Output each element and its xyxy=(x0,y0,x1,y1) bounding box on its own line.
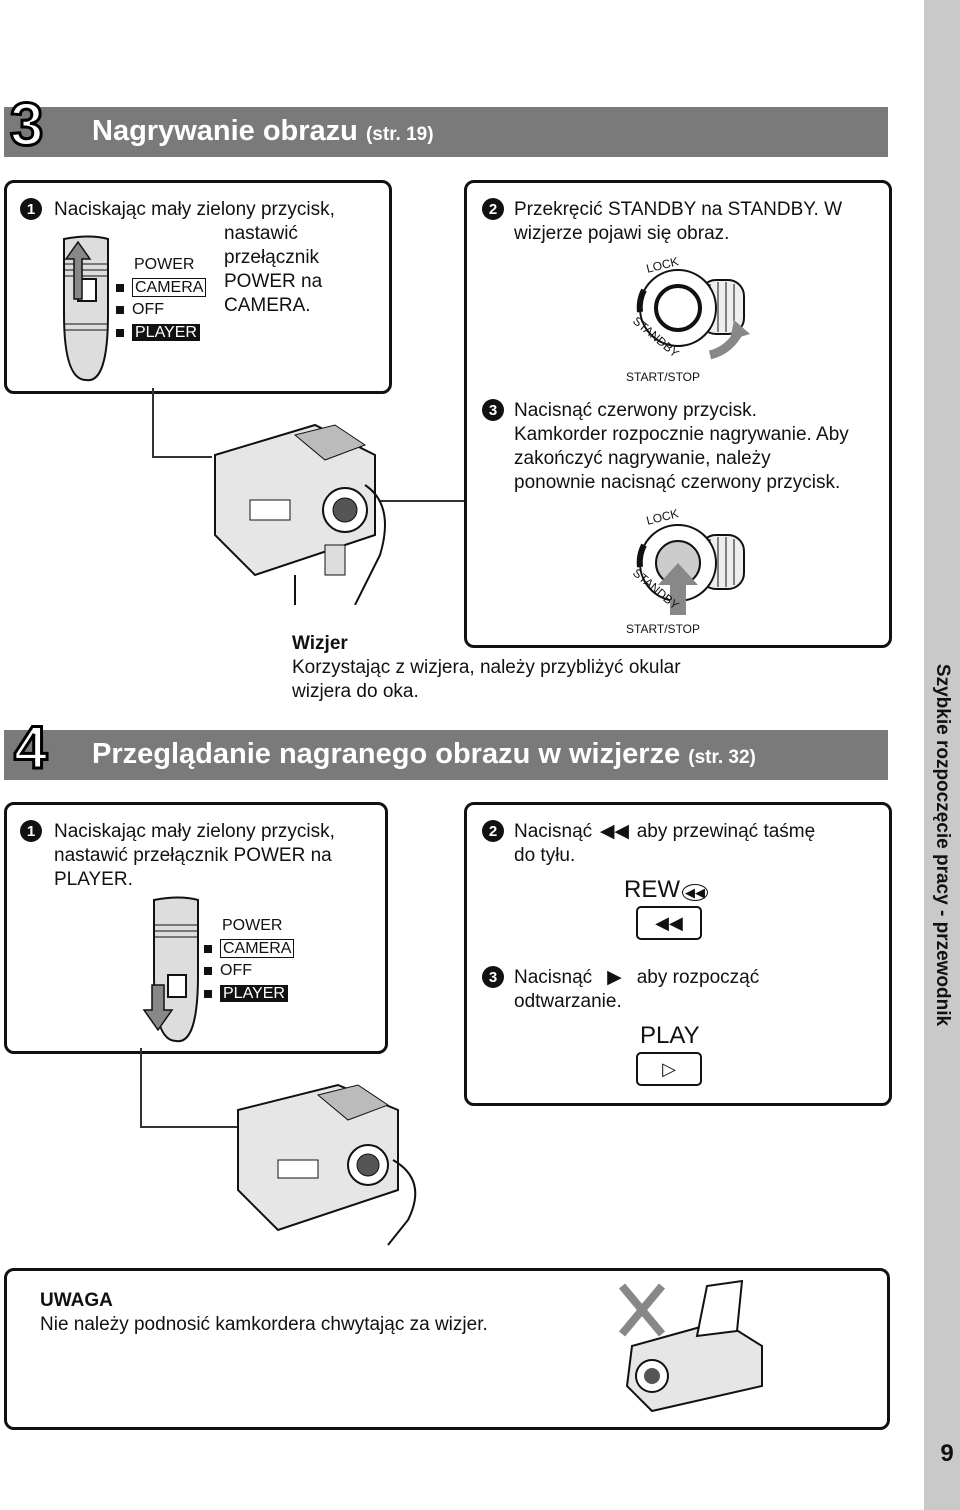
play-outline-icon: ▷ xyxy=(662,1058,676,1079)
step-text: Nacisnąć ◀◀ aby przewinąć taśmę xyxy=(514,820,815,844)
section-4-header xyxy=(4,730,888,780)
step-text: Nacisnąć ▶ aby rozpocząć xyxy=(514,966,759,990)
section-3-number: 3 xyxy=(8,91,44,158)
rewind-icon: ◀◀ xyxy=(599,821,630,842)
step-text: nastawić przełącznik POWER na xyxy=(54,845,332,866)
step-text: Przekręcić STANDBY na STANDBY. W xyxy=(514,199,843,220)
step-text: Kamkorder rozpocznie nagrywanie. Aby xyxy=(514,424,849,445)
step-text: do tyłu. xyxy=(514,845,576,866)
switch-camera: CAMERA xyxy=(116,277,207,299)
section-4-title: Przeglądanie nagranego obrazu w wizjerze… xyxy=(92,738,756,771)
step-number: 1 xyxy=(20,820,42,842)
standby-dial-illustration xyxy=(636,269,750,360)
section-4-number: 4 xyxy=(12,714,48,781)
step-number: 3 xyxy=(482,399,504,421)
player-label: PLAYER xyxy=(132,324,200,341)
step-text-post: aby przewinąć taśmę xyxy=(636,821,816,842)
step-text-pre: Nacisnąć xyxy=(514,821,593,842)
switch-off: OFF xyxy=(116,299,164,321)
step-number: 3 xyxy=(482,966,504,988)
viewfinder-text: Korzystając z wizjera, należy przybliżyć… xyxy=(292,657,681,678)
viewfinder-text: wizjera do oka. xyxy=(292,681,419,702)
step-text: zakończyć nagrywanie, należy xyxy=(514,448,771,469)
camera-label: CAMERA xyxy=(132,278,207,297)
rewind-icon: ◀◀ xyxy=(655,912,683,933)
step-text: przełącznik xyxy=(224,247,320,268)
power-switch-up-illustration xyxy=(63,235,109,382)
power-label: POWER xyxy=(134,256,195,273)
step-number: 2 xyxy=(482,820,504,842)
step-text: Naciskając mały zielony przycisk, xyxy=(54,199,335,220)
connector-line xyxy=(140,1048,142,1128)
start-stop-label: START/STOP xyxy=(626,370,701,384)
rew-button-label: REW◀◀ xyxy=(624,876,708,904)
sidebar xyxy=(924,0,960,1510)
step-text: nastawić xyxy=(224,223,298,244)
switch-off: OFF xyxy=(204,960,252,982)
step-text: CAMERA. xyxy=(224,295,311,316)
power-label: POWER xyxy=(222,917,283,934)
section-3-title: Nagrywanie obrazu (str. 19) xyxy=(92,115,434,148)
play-icon: ▶ xyxy=(607,967,622,988)
sidebar-text: Szybkie rozpoczęcie pracy - przewodnik xyxy=(932,663,953,1027)
play-label: PLAY xyxy=(640,1022,700,1049)
player-label: PLAYER xyxy=(220,985,288,1002)
power-switch-down-illustration xyxy=(142,896,199,1043)
step-text-post: aby rozpocząć xyxy=(636,967,760,988)
rew-button[interactable]: ◀◀ xyxy=(636,906,702,940)
connector-line xyxy=(380,500,464,502)
step-text: PLAYER. xyxy=(54,869,133,890)
step-text: Naciskając mały zielony przycisk, xyxy=(54,821,335,842)
note-box xyxy=(4,1268,890,1430)
off-label: OFF xyxy=(220,962,252,979)
step-text: Nacisnąć czerwony przycisk. xyxy=(514,400,757,421)
step-number: 1 xyxy=(20,198,42,220)
switch-player: PLAYER xyxy=(116,322,200,344)
camcorder-illustration xyxy=(237,1083,417,1246)
connector-line xyxy=(152,388,154,458)
section-3-header xyxy=(4,107,888,157)
section-4-title-text: Przeglądanie nagranego obrazu w wizjerze xyxy=(92,738,681,770)
step-text-pre: Nacisnąć xyxy=(514,967,593,988)
section-4-ref: (str. 32) xyxy=(688,747,756,768)
section-3-title-text: Nagrywanie obrazu xyxy=(92,115,358,147)
page-number: 9 xyxy=(940,1440,954,1467)
switch-player: PLAYER xyxy=(204,983,288,1005)
step-text: POWER na xyxy=(224,271,323,292)
section-3-ref: (str. 19) xyxy=(365,124,434,145)
camcorder-illustration xyxy=(214,423,386,605)
wrong-grip-illustration xyxy=(618,1279,763,1413)
note-title: UWAGA xyxy=(40,1290,113,1311)
play-button[interactable]: ▷ xyxy=(636,1052,702,1086)
startstop-press-illustration xyxy=(636,524,745,615)
start-stop-label: START/STOP xyxy=(626,622,701,636)
step-text: odtwarzanie. xyxy=(514,991,622,1012)
connector-line xyxy=(152,456,212,458)
camera-label: CAMERA xyxy=(220,939,295,958)
rew-label: REW xyxy=(624,876,680,903)
step-text: ponownie nacisnąć czerwony przycisk. xyxy=(514,472,841,493)
viewfinder-title: Wizjer xyxy=(292,633,348,654)
step-number: 2 xyxy=(482,198,504,220)
off-label: OFF xyxy=(132,301,164,318)
switch-camera: CAMERA xyxy=(204,938,295,960)
step-text: wizjerze pojawi się obraz. xyxy=(514,223,730,244)
connector-line xyxy=(140,1126,240,1128)
note-text: Nie należy podnosić kamkordera chwytając… xyxy=(40,1314,488,1335)
rewind-small-icon: ◀◀ xyxy=(682,884,708,901)
